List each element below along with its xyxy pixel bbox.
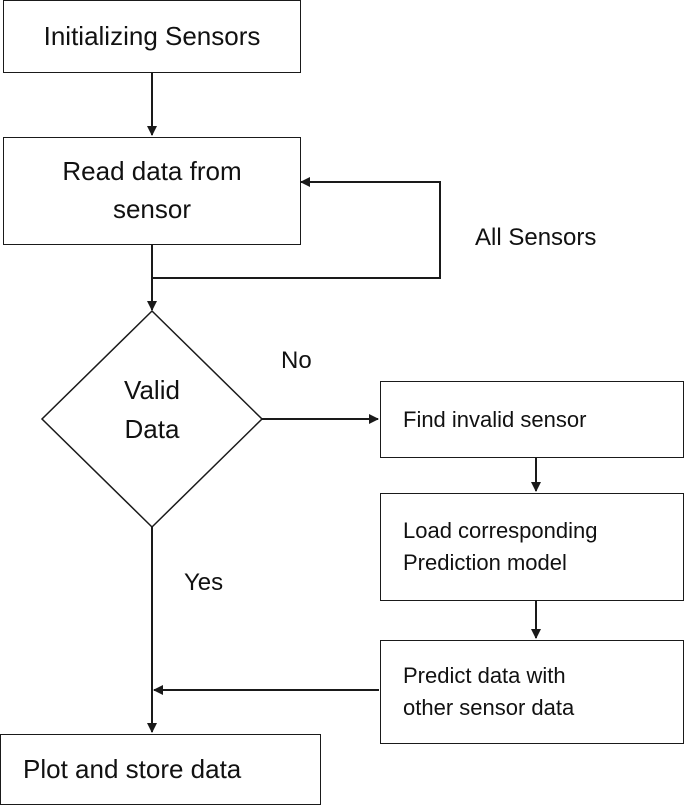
edge-label-no: No	[281, 347, 312, 374]
node-read-data: Read data from sensor	[3, 137, 301, 245]
node-find-invalid-sensor: Find invalid sensor	[380, 381, 684, 458]
node-load-prediction-model: Load corresponding Prediction model	[380, 493, 684, 601]
node-initializing-sensors: Initializing Sensors	[3, 0, 301, 73]
loop-all-sensors	[151, 177, 441, 279]
edge-label-all-sensors: All Sensors	[475, 224, 597, 251]
node-predict-data: Predict data with other sensor data	[380, 640, 684, 744]
node-plot-and-store: Plot and store data	[0, 734, 321, 805]
node-valid-data-label: Valid Data	[124, 375, 180, 444]
edge-label-yes: Yes	[184, 569, 224, 596]
